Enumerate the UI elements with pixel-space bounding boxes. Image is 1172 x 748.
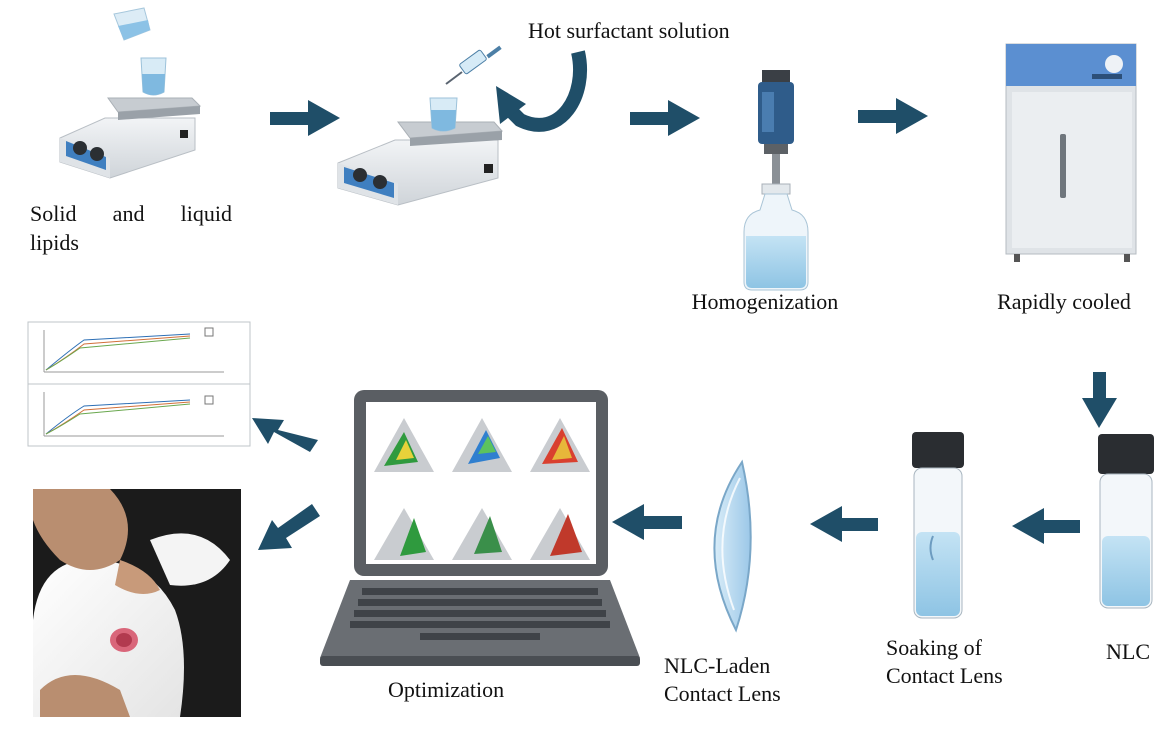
label-solid-liquid-lipids-line2: lipids — [30, 230, 79, 255]
knob-icon — [73, 141, 87, 155]
label-soaking-line1: Soaking of — [886, 635, 982, 660]
ternary-plot-thumbnails — [374, 418, 590, 560]
label-homogenization: Homogenization — [691, 289, 839, 314]
arrow-down-icon — [1082, 372, 1117, 428]
arrow-right-icon — [270, 100, 340, 136]
arrow-left-icon — [810, 506, 878, 542]
knob-icon — [373, 175, 387, 189]
arrow-right-icon — [630, 100, 700, 136]
label-nlc: NLC — [1106, 639, 1150, 664]
arrow-up-left-icon — [252, 418, 318, 452]
bottle-icon — [743, 183, 809, 291]
keyboard — [350, 588, 610, 640]
hot-plate-icon — [337, 121, 504, 206]
label-rapidly-cooled: Rapidly cooled — [997, 289, 1131, 314]
vial-icon — [912, 432, 964, 619]
label-hot-surfactant: Hot surfactant solution — [528, 18, 730, 43]
label-solid-liquid-lipids-line1: Solid and liquid — [30, 201, 232, 226]
label-nlc-laden-line1: NLC-Laden — [664, 653, 771, 678]
arrow-right-icon — [858, 98, 928, 134]
arrow-left-icon — [612, 504, 682, 540]
label-soaking-line2: Contact Lens — [886, 663, 1003, 688]
beaker-icon — [429, 97, 458, 132]
arrow-left-icon — [1012, 508, 1080, 544]
knob-icon — [353, 168, 367, 182]
homogenizer-icon — [758, 70, 794, 184]
contact-lens-icon — [929, 535, 934, 561]
pouring-cup-icon — [113, 7, 151, 41]
release-chart-thumbnail — [27, 321, 251, 447]
vial-icon — [1098, 434, 1154, 609]
rabbit-photo — [33, 489, 241, 717]
curved-arrow-icon — [496, 50, 587, 132]
label-optimization: Optimization — [388, 677, 505, 702]
arrow-down-left-icon — [258, 504, 320, 550]
syringe-icon — [445, 45, 502, 85]
label-nlc-laden-line2: Contact Lens — [664, 681, 781, 706]
contact-lens-icon — [713, 459, 752, 633]
beaker-icon — [140, 57, 167, 96]
hot-plate-icon — [59, 97, 202, 179]
knob-icon — [90, 147, 104, 161]
freezer-icon — [1005, 43, 1137, 262]
